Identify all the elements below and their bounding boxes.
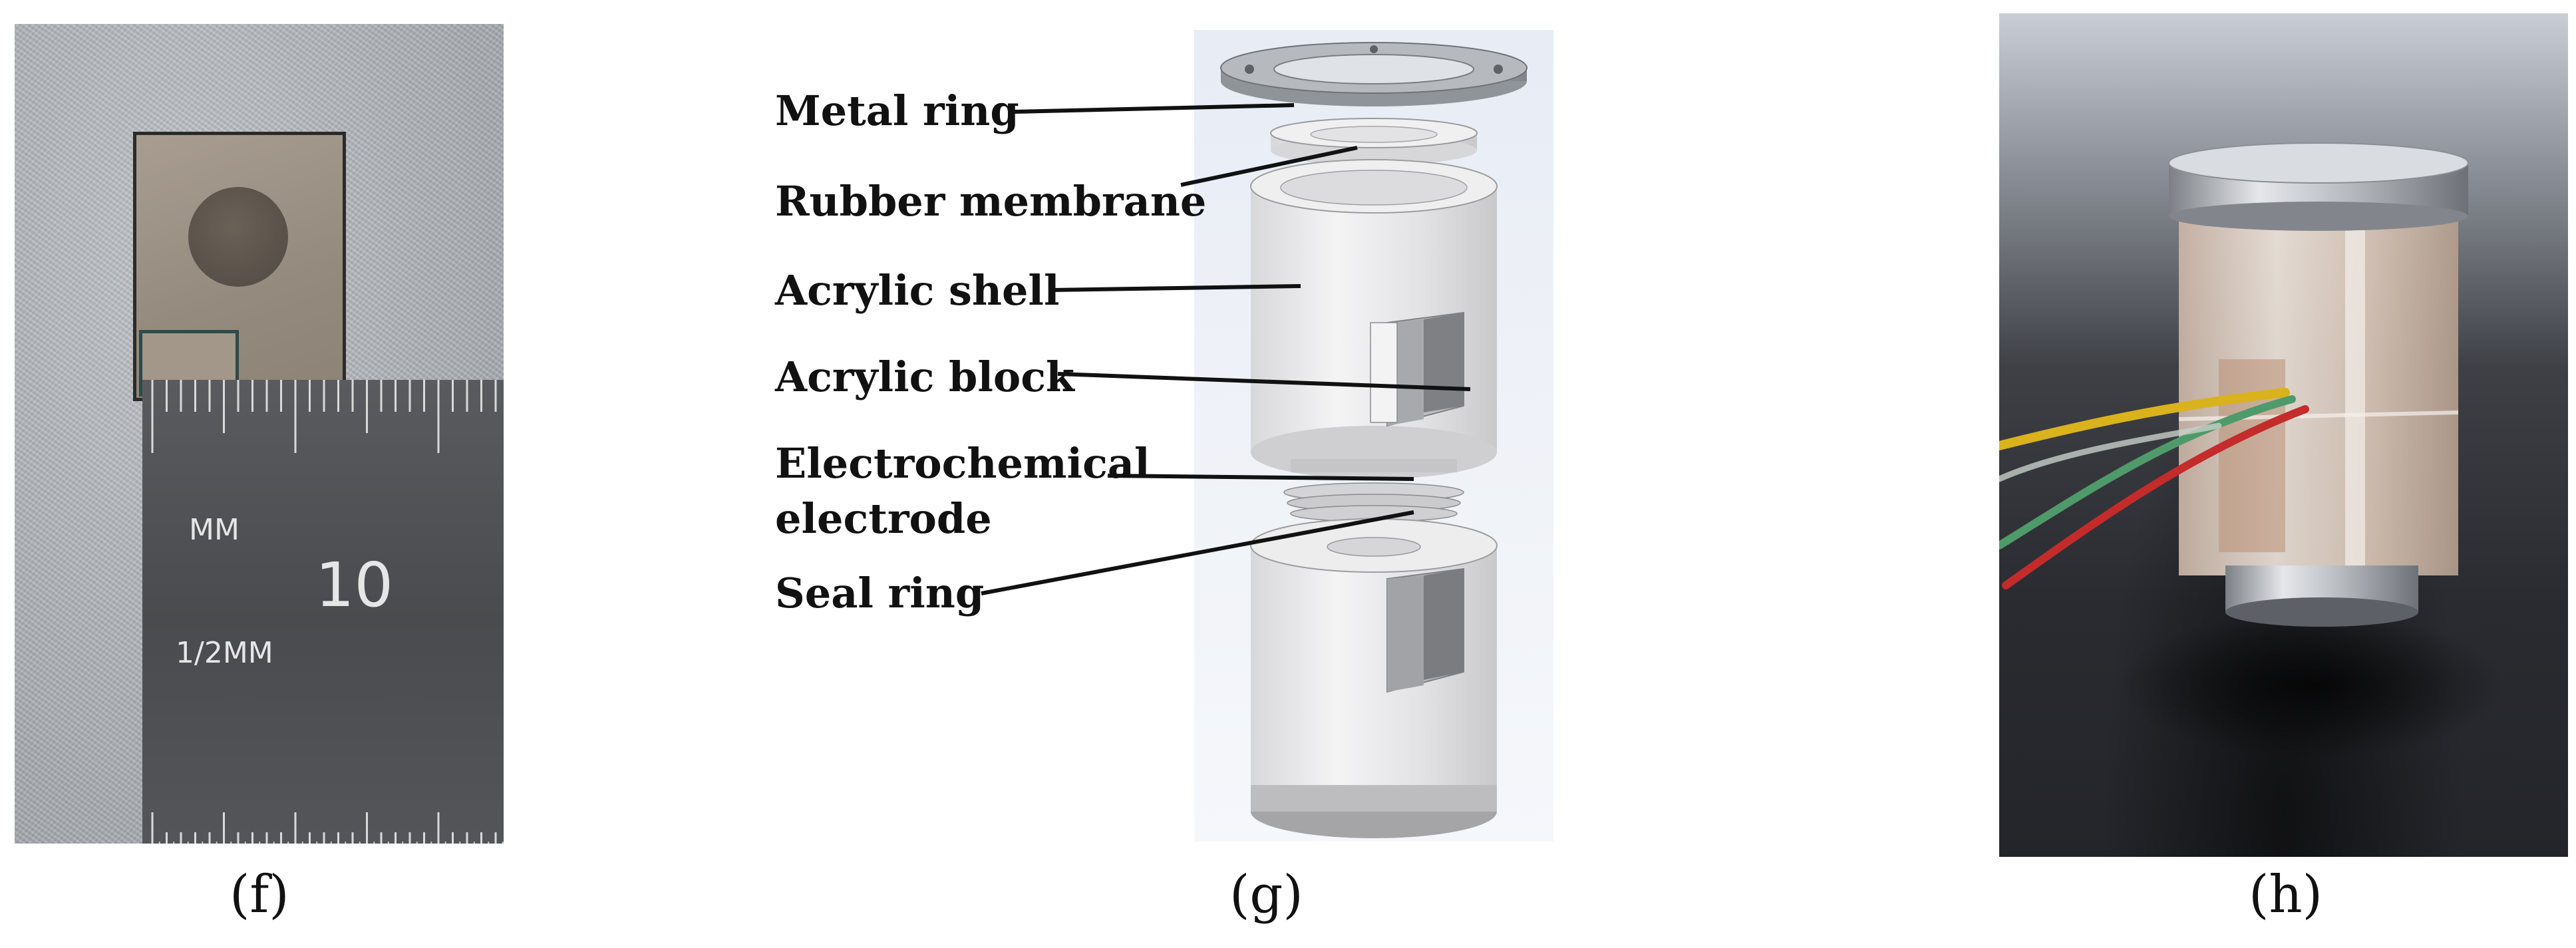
label-metal-ring: Metal ring xyxy=(775,86,1019,135)
sensor-photo-illustration xyxy=(1999,142,2505,758)
panel-f-electrode-photo: MM 10 1/2MM xyxy=(15,24,504,844)
top-metal-ring xyxy=(2168,142,2469,231)
metal-ring-part xyxy=(1220,42,1528,106)
panel-g-exploded-diagram: Metal ring Rubber membrane Acrylic shell… xyxy=(758,20,1783,845)
panel-h-sensor-photo xyxy=(1999,13,2568,857)
electrode-chip xyxy=(133,132,346,401)
signal-wires xyxy=(1999,388,2309,589)
caption-h: (h) xyxy=(2249,865,2323,925)
base-metal-ring xyxy=(2225,565,2418,627)
caption-g: (g) xyxy=(1229,865,1303,925)
ruler-number-label: 10 xyxy=(315,550,394,621)
leader-lines xyxy=(981,103,1471,595)
label-acrylic-block: Acrylic block xyxy=(775,353,1074,401)
ruler-half-mm-label: 1/2MM xyxy=(176,636,273,670)
lower-shell-part xyxy=(1250,518,1498,838)
label-rubber-membrane: Rubber membrane xyxy=(775,177,1207,226)
caption-f: (f) xyxy=(230,865,289,925)
acrylic-body xyxy=(2178,203,2459,575)
acrylic-shell-part xyxy=(1250,159,1498,479)
exploded-assembly xyxy=(981,42,1528,838)
label-electrochemical: Electrochemical xyxy=(775,439,1150,488)
steel-ruler: MM 10 1/2MM xyxy=(142,380,504,844)
rubber-membrane-part xyxy=(1270,118,1478,165)
label-acrylic-shell: Acrylic shell xyxy=(775,266,1060,315)
label-electrode: electrode xyxy=(775,494,992,543)
ruler-mm-label: MM xyxy=(189,513,240,547)
electrode-disk xyxy=(188,187,288,287)
cast-shadow xyxy=(2119,612,2505,758)
ruler-ticks xyxy=(151,380,504,844)
label-seal-ring: Seal ring xyxy=(775,569,985,617)
